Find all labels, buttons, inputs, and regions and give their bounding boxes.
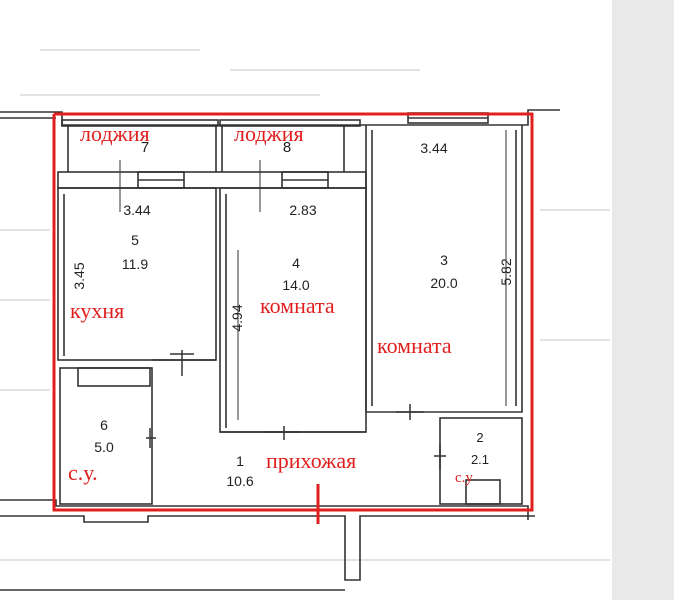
- room-area-kitchen: 11.9: [122, 256, 148, 272]
- label-toilet: с.у: [455, 470, 473, 486]
- dimension-kitchen-depth: 3.45: [71, 262, 87, 289]
- label-room-middle: комната: [260, 293, 335, 318]
- dimension-middle-depth: 4.94: [229, 304, 245, 331]
- dimension-middle-width: 2.83: [289, 202, 316, 218]
- room-number-hallway: 1: [236, 453, 244, 469]
- dimension-right-depth: 5.82: [498, 258, 514, 285]
- door-marks: [146, 350, 446, 470]
- scan-edge-strip: [612, 0, 674, 600]
- label-bathroom: с.у.: [68, 460, 98, 485]
- label-hallway: прихожая: [266, 448, 356, 473]
- room-area-right: 20.0: [430, 275, 457, 291]
- walls: [0, 109, 560, 591]
- room-area-middle: 14.0: [282, 277, 309, 293]
- room-number-right: 3: [440, 252, 448, 268]
- room-number-loggia-right: 8: [283, 139, 291, 156]
- dimension-lines: [119, 130, 507, 420]
- apartment-outline: [52, 112, 534, 512]
- faded-background-lines: [0, 49, 610, 561]
- room-area-bathroom: 5.0: [94, 439, 114, 455]
- room-number-middle: 4: [292, 255, 300, 271]
- room-number-bathroom: 6: [100, 417, 108, 433]
- room-area-hallway: 10.6: [226, 473, 253, 489]
- label-loggia-right: лоджия: [234, 121, 304, 146]
- label-room-right: комната: [377, 333, 452, 358]
- room-number-kitchen: 5: [131, 232, 139, 248]
- label-kitchen: кухня: [70, 298, 124, 323]
- room-number-toilet: 2: [476, 430, 483, 445]
- dimension-kitchen-width: 3.44: [123, 202, 150, 218]
- dimension-right-width: 3.44: [420, 140, 447, 156]
- room-number-loggia-left: 7: [141, 139, 149, 156]
- label-loggia-left: лоджия: [80, 121, 150, 146]
- room-area-toilet: 2.1: [471, 452, 489, 467]
